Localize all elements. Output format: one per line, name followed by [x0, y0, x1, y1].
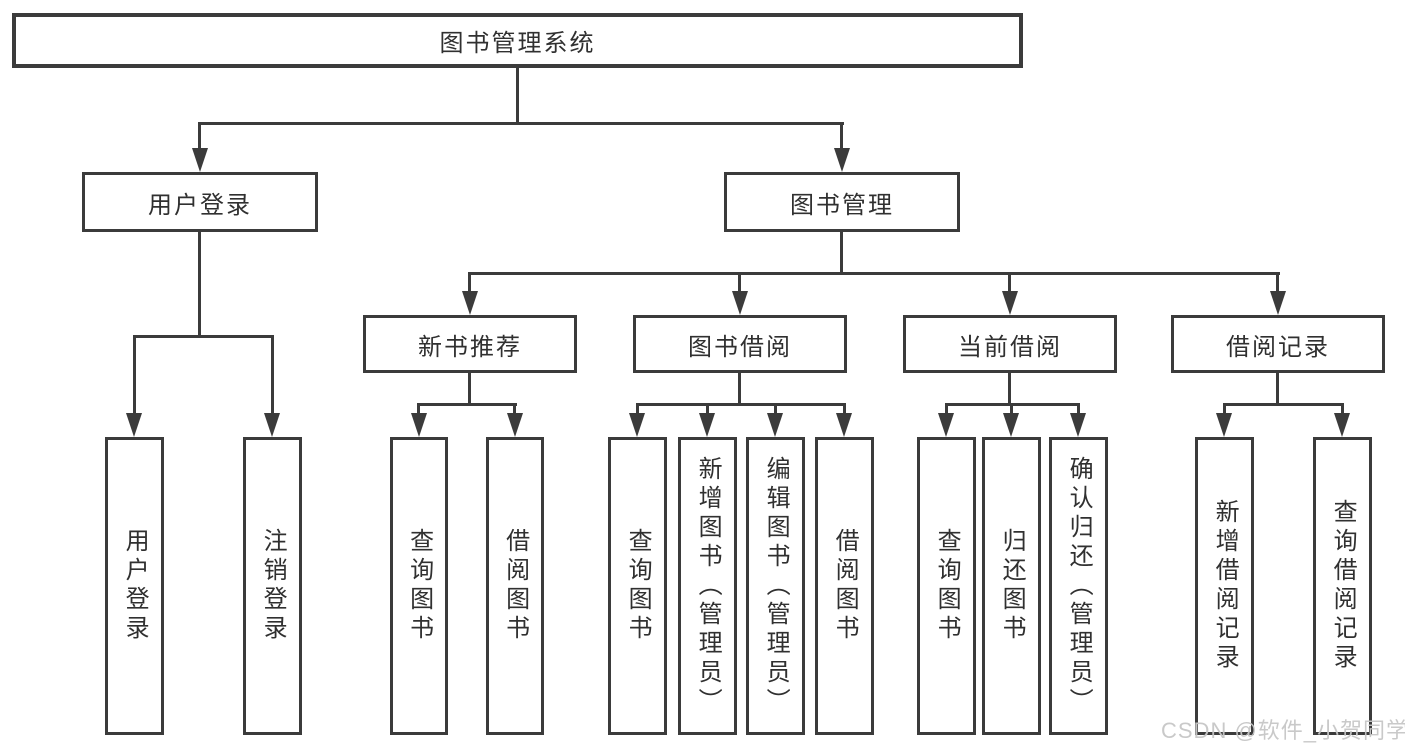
- arrow-down-icon: [462, 291, 478, 315]
- leaf-label: 确认归还（管理员）: [1065, 455, 1093, 717]
- connector-line: [706, 403, 709, 417]
- connector-line: [945, 403, 948, 417]
- connector-line: [417, 403, 420, 417]
- leaf-label: 查询图书: [405, 528, 433, 644]
- connector-line: [198, 122, 844, 125]
- arrow-down-icon: [1003, 413, 1019, 437]
- connector-line: [738, 373, 741, 406]
- leaf-return-book: 归还图书: [982, 437, 1041, 735]
- connector-line: [1223, 403, 1344, 406]
- node-root-library-system: 图书管理系统: [12, 13, 1023, 68]
- connector-line: [636, 403, 639, 417]
- connector-line: [1276, 373, 1279, 406]
- connector-line: [513, 403, 516, 417]
- connector-line: [774, 403, 777, 417]
- leaf-query-book-recommend: 查询图书: [390, 437, 448, 735]
- arrow-down-icon: [1334, 413, 1350, 437]
- leaf-borrow-book: 借阅图书: [815, 437, 874, 735]
- arrow-down-icon: [836, 413, 852, 437]
- leaf-add-book-admin: 新增图书（管理员）: [678, 437, 737, 735]
- arrow-down-icon: [192, 148, 208, 172]
- connector-line: [1077, 403, 1080, 417]
- connector-line: [1010, 403, 1013, 417]
- connector-line: [468, 373, 471, 406]
- arrow-down-icon: [507, 413, 523, 437]
- connector-line: [133, 335, 274, 338]
- connector-line: [468, 272, 471, 294]
- connector-line: [198, 122, 201, 150]
- leaf-confirm-return-admin: 确认归还（管理员）: [1049, 437, 1108, 735]
- connector-line: [1008, 373, 1011, 406]
- arrow-down-icon: [767, 413, 783, 437]
- connector-line: [738, 272, 741, 294]
- node-current-borrow: 当前借阅: [903, 315, 1117, 373]
- arrow-down-icon: [1216, 413, 1232, 437]
- arrow-down-icon: [1270, 291, 1286, 315]
- leaf-borrow-book-recommend: 借阅图书: [486, 437, 544, 735]
- connector-line: [1341, 403, 1344, 417]
- connector-line: [840, 232, 843, 275]
- leaf-query-borrow-record: 查询借阅记录: [1313, 437, 1372, 735]
- connector-line: [516, 68, 519, 125]
- arrow-down-icon: [1002, 291, 1018, 315]
- leaf-logout: 注销登录: [243, 437, 302, 735]
- connector-line: [417, 403, 517, 406]
- arrow-down-icon: [834, 148, 850, 172]
- arrow-down-icon: [629, 413, 645, 437]
- leaf-label: 注销登录: [259, 528, 287, 644]
- node-user-login: 用户登录: [82, 172, 318, 232]
- node-book-management: 图书管理: [724, 172, 960, 232]
- connector-line: [840, 122, 843, 150]
- leaf-label: 新增图书（管理员）: [694, 455, 722, 717]
- leaf-query-book-borrow: 查询图书: [608, 437, 667, 735]
- leaf-query-book-current: 查询图书: [917, 437, 976, 735]
- leaf-user-login: 用户登录: [105, 437, 164, 735]
- connector-line: [843, 403, 846, 417]
- leaf-edit-book-admin: 编辑图书（管理员）: [746, 437, 805, 735]
- arrow-down-icon: [699, 413, 715, 437]
- arrow-down-icon: [264, 413, 280, 437]
- csdn-watermark: CSDN @软件_小贺同学: [1161, 718, 1405, 743]
- leaf-label: 查询图书: [624, 528, 652, 644]
- leaf-label: 借阅图书: [501, 528, 529, 644]
- arrow-down-icon: [126, 413, 142, 437]
- connector-line: [468, 272, 1280, 275]
- node-book-borrow: 图书借阅: [633, 315, 847, 373]
- arrow-down-icon: [411, 413, 427, 437]
- connector-line: [636, 403, 846, 406]
- node-new-book-recommend: 新书推荐: [363, 315, 577, 373]
- leaf-label: 编辑图书（管理员）: [762, 455, 790, 717]
- connector-line: [133, 335, 136, 417]
- leaf-add-borrow-record: 新增借阅记录: [1195, 437, 1254, 735]
- node-borrow-records: 借阅记录: [1171, 315, 1385, 373]
- leaf-label: 查询图书: [933, 528, 961, 644]
- connector-line: [1008, 272, 1011, 294]
- arrow-down-icon: [732, 291, 748, 315]
- connector-line: [1223, 403, 1226, 417]
- leaf-label: 新增借阅记录: [1211, 499, 1239, 673]
- leaf-label: 借阅图书: [831, 528, 859, 644]
- leaf-label: 查询借阅记录: [1329, 499, 1357, 673]
- leaf-label: 归还图书: [998, 528, 1026, 644]
- connector-line: [271, 335, 274, 417]
- arrow-down-icon: [1070, 413, 1086, 437]
- leaf-label: 用户登录: [121, 528, 149, 644]
- connector-line: [198, 232, 201, 338]
- arrow-down-icon: [938, 413, 954, 437]
- connector-line: [1276, 272, 1279, 294]
